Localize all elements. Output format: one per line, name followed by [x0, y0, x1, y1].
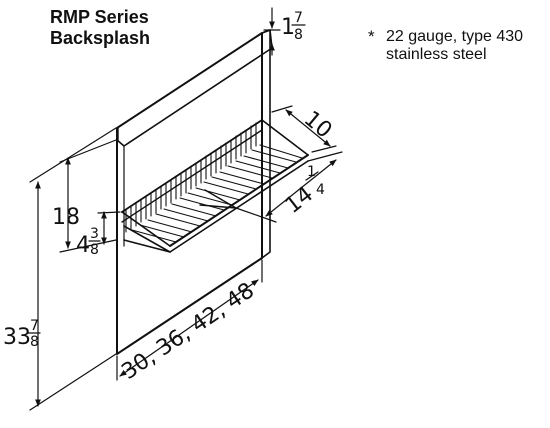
dim-lengths-label: 30, 36, 42, 48 — [117, 278, 259, 385]
note-line-2: stainless steel — [386, 46, 487, 63]
title-line-2: Backsplash — [50, 28, 151, 48]
dim-shelf-height-den: 8 — [90, 242, 99, 258]
dim-overall-height-den: 8 — [30, 334, 39, 350]
dim-top-return-num: 7 — [294, 10, 303, 26]
shelf-rear-wires — [125, 122, 257, 233]
dim-shelf-height-num: 3 — [90, 226, 99, 242]
shelf-floor-wires — [131, 144, 303, 243]
dim-shelf-depth-label: 10 — [299, 106, 337, 143]
dim-shelf-height-whole: 4 — [76, 233, 90, 258]
title-line-1: RMP Series — [50, 7, 149, 27]
dim-top-return-whole: 1 — [281, 15, 295, 40]
backsplash-panel — [116, 29, 273, 355]
dim-lengths — [116, 259, 263, 381]
note-marker: * — [368, 27, 375, 46]
wire-shelf — [121, 119, 309, 253]
dim-shelf-width — [235, 151, 343, 223]
dim-shelf-width-whole: 14 — [281, 182, 318, 219]
diagram-title: RMP Series Backsplash — [50, 7, 150, 49]
dim-top-return — [263, 7, 281, 56]
dim-overall-height — [29, 127, 117, 411]
dim-shelf-width-den: 4 — [316, 182, 325, 198]
dim-top-return-den: 8 — [294, 27, 303, 43]
dim-shelf-width-num: 1 — [307, 164, 316, 180]
dim-shelf-height — [97, 211, 121, 245]
dim-splash-height-label: 18 — [52, 205, 80, 230]
dim-overall-height-whole: 33 — [3, 325, 31, 350]
note-line-1: 22 gauge, type 430 — [386, 28, 524, 45]
dim-shelf-depth — [271, 105, 337, 153]
dim-overall-height-num: 7 — [30, 318, 39, 334]
